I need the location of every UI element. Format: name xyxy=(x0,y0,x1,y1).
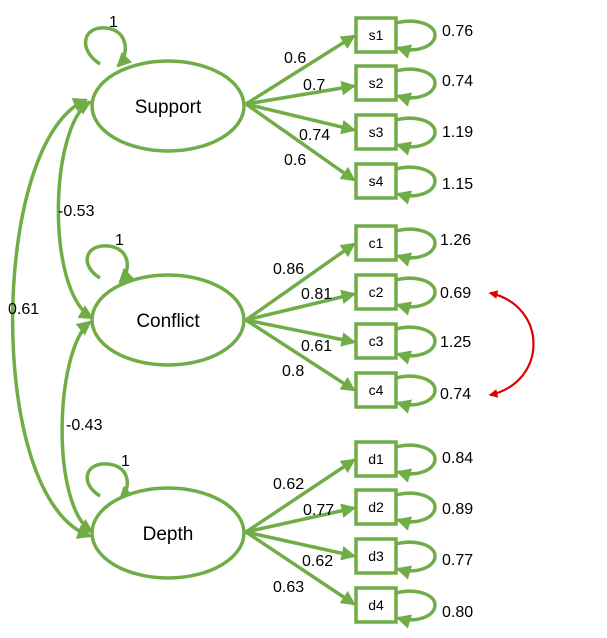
loading-arrow-d1 xyxy=(245,458,356,534)
loading-label-d3: 0.62 xyxy=(302,553,333,570)
indicator-label-d4: d4 xyxy=(368,597,384,613)
residual-loop-c4 xyxy=(395,374,437,414)
loading-label-s4: 0.6 xyxy=(284,152,306,169)
residual-loop-d1 xyxy=(395,443,437,483)
indicator-box-d1 xyxy=(354,440,398,478)
residual-label-c3: 1.25 xyxy=(440,334,471,351)
loading-arrow-d4 xyxy=(245,530,356,606)
variance-loop-conflict xyxy=(85,244,135,284)
residual-label-d2: 0.89 xyxy=(442,501,473,518)
indicator-label-d1: d1 xyxy=(368,451,384,467)
loading-label-d2: 0.77 xyxy=(303,502,334,519)
latent-label-conflict: Conflict xyxy=(136,311,200,332)
residual-label-s1: 0.76 xyxy=(442,23,473,40)
residual-label-d1: 0.84 xyxy=(442,450,473,467)
covariance-label-support-conflict: -0.53 xyxy=(58,203,95,220)
indicator-box-d4 xyxy=(354,586,398,624)
loading-arrow-d2 xyxy=(245,503,357,534)
indicator-box-s2 xyxy=(354,64,398,102)
covariance-label-conflict-depth: -0.43 xyxy=(66,417,103,434)
indicator-label-c3: c3 xyxy=(369,333,384,349)
residual-loop-s1 xyxy=(395,19,437,59)
loading-arrow-d3 xyxy=(245,530,357,561)
residual-label-s4: 1.15 xyxy=(442,176,473,193)
indicator-label-d2: d2 xyxy=(368,499,384,515)
residual-loop-s4 xyxy=(395,165,437,205)
variance-label-conflict: 1 xyxy=(115,232,124,249)
loading-arrow-c2 xyxy=(245,289,357,322)
residual-loop-s3 xyxy=(395,116,437,156)
residual-loop-c2 xyxy=(395,276,437,316)
indicator-box-s4 xyxy=(354,162,398,200)
residual-label-d4: 0.80 xyxy=(442,604,473,621)
loading-arrow-c4 xyxy=(245,318,356,392)
loading-arrow-s3 xyxy=(245,102,357,135)
variance-label-support: 1 xyxy=(109,14,118,31)
residual-covariance-arc-c2-c4 xyxy=(488,290,535,398)
indicator-box-c3 xyxy=(354,322,398,360)
loading-arrow-c3 xyxy=(245,318,357,347)
variance-loop-support xyxy=(83,26,133,68)
residual-label-c2: 0.69 xyxy=(440,285,471,302)
residual-label-s2: 0.74 xyxy=(442,73,473,90)
indicator-label-c1: c1 xyxy=(369,235,384,251)
residual-loop-d2 xyxy=(395,491,437,531)
loading-label-c4: 0.8 xyxy=(282,363,304,380)
loading-label-c1: 0.86 xyxy=(273,261,304,278)
residual-loop-s2 xyxy=(395,67,437,107)
loading-label-c3: 0.61 xyxy=(301,338,332,355)
variance-loop-depth xyxy=(85,462,135,502)
residual-loop-c1 xyxy=(395,227,437,267)
indicator-box-c2 xyxy=(354,273,398,311)
latent-conflict xyxy=(90,273,246,367)
indicator-label-s1: s1 xyxy=(369,27,384,43)
residual-label-c1: 1.26 xyxy=(440,232,471,249)
latent-label-support: Support xyxy=(135,97,202,118)
indicator-box-s3 xyxy=(354,113,398,151)
loading-label-s1: 0.6 xyxy=(284,50,306,67)
residual-label-s3: 1.19 xyxy=(442,124,473,141)
residual-loop-d4 xyxy=(395,589,437,629)
indicator-label-c4: c4 xyxy=(369,382,384,398)
residual-loop-c3 xyxy=(395,325,437,365)
indicator-label-d3: d3 xyxy=(368,548,384,564)
loading-label-d1: 0.62 xyxy=(273,476,304,493)
loading-label-d4: 0.63 xyxy=(273,579,304,596)
indicator-label-s2: s2 xyxy=(369,75,384,91)
residual-label-c4: 0.74 xyxy=(440,386,471,403)
indicator-label-s4: s4 xyxy=(369,173,384,189)
loading-arrow-s2 xyxy=(245,80,357,106)
loading-label-s2: 0.7 xyxy=(303,77,325,94)
variance-label-depth: 1 xyxy=(121,453,130,470)
indicator-box-c1 xyxy=(354,224,398,262)
loading-arrow-c1 xyxy=(244,242,356,322)
latent-label-depth: Depth xyxy=(143,524,194,545)
indicator-label-s3: s3 xyxy=(369,124,384,140)
loading-arrow-s4 xyxy=(244,102,356,182)
loading-label-s3: 0.74 xyxy=(299,127,330,144)
residual-label-d3: 0.77 xyxy=(442,552,473,569)
loading-label-c2: 0.81 xyxy=(301,286,332,303)
indicator-box-d3 xyxy=(354,537,398,575)
covariance-label-support-depth: 0.61 xyxy=(8,301,39,318)
indicator-box-c4 xyxy=(354,371,398,409)
latent-depth xyxy=(90,486,246,580)
covariance-arc-support-depth xyxy=(10,98,93,539)
latent-support xyxy=(90,59,246,153)
indicator-box-s1 xyxy=(354,16,398,54)
loading-arrow-s1 xyxy=(245,34,356,106)
indicator-label-c2: c2 xyxy=(369,284,384,300)
residual-loop-d3 xyxy=(395,540,437,580)
indicator-box-d2 xyxy=(354,488,398,526)
